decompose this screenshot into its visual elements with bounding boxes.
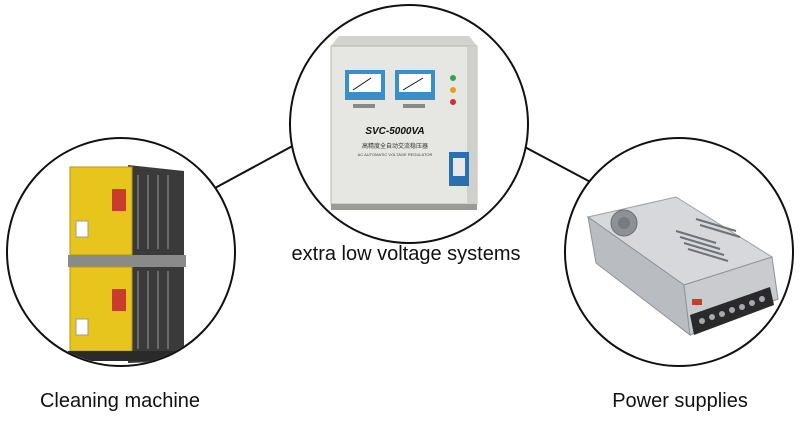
regulator-subtitle-en-text: AC AUTOMATIC VOLTAGE REGULATOR	[358, 152, 433, 157]
node-label-center: extra low voltage systems	[291, 243, 521, 265]
power-supply-image	[586, 196, 779, 337]
regulator-model-text: SVC-5000VA	[365, 126, 424, 137]
node-label-left: Cleaning machine	[39, 390, 201, 412]
node-label-right: Power supplies	[612, 390, 748, 412]
node-circle-left	[6, 137, 236, 367]
cleaning-machine-image	[68, 165, 186, 363]
connector-right	[520, 144, 599, 187]
node-circle-right	[564, 137, 794, 367]
voltage-regulator-image: SVC-5000VA 高精度全自动交流稳压器 AC AUTOMATIC VOLT…	[330, 36, 478, 210]
connector-left	[214, 142, 299, 189]
regulator-subtitle-text: 高精度全自动交流稳压器	[362, 142, 428, 150]
node-circle-center: SVC-5000VA 高精度全自动交流稳压器 AC AUTOMATIC VOLT…	[289, 4, 529, 244]
